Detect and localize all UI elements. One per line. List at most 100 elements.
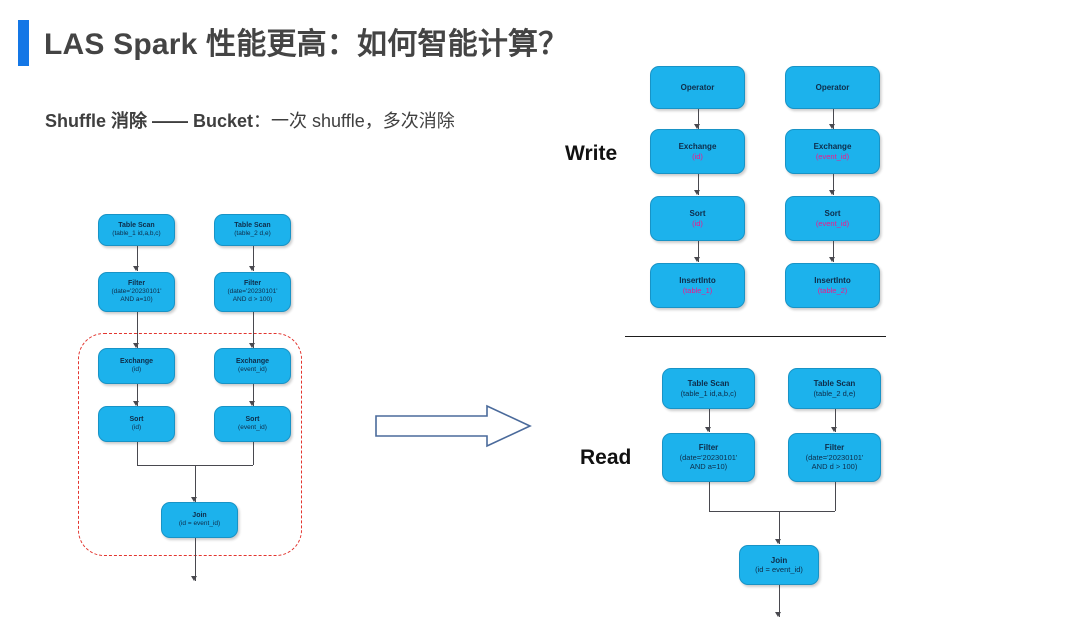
node-detail: (table_2) xyxy=(817,285,848,295)
node-read-b-filter: Filter (date='20230101' AND d > 100) xyxy=(788,433,881,482)
connector-left-join-out xyxy=(194,538,196,581)
node-detail: (table_1 id,a,b,c) xyxy=(680,388,737,398)
node-detail-line1: (date='20230101' xyxy=(111,288,162,296)
subtitle-bold-part: Shuffle 消除 —— Bucket xyxy=(45,111,254,131)
node-left-a-sort: Sort (id) xyxy=(98,406,175,442)
node-detail-line2: AND a=10) xyxy=(120,296,153,304)
section-subtitle: Shuffle 消除 —— Bucket：一次 shuffle，多次消除 xyxy=(45,107,455,133)
node-title: InsertInto xyxy=(679,276,716,286)
node-write-b-sort: Sort (event_id) xyxy=(785,196,880,241)
connector-read-merge-bar xyxy=(708,511,835,512)
node-title: Table Scan xyxy=(118,221,155,229)
node-detail: (event_id) xyxy=(238,424,267,432)
connector-write-b-1 xyxy=(832,109,834,129)
node-detail: (event_id) xyxy=(238,366,267,374)
node-write-b-operator: Operator xyxy=(785,66,880,109)
connector-read-merge-a xyxy=(708,482,710,511)
node-detail: (table_2 d,e) xyxy=(234,230,271,238)
shuffle-highlight-region xyxy=(78,333,302,556)
connector-write-a-3 xyxy=(697,241,699,262)
subtitle-normal-part: ：一次 shuffle，多次消除 xyxy=(253,111,455,131)
node-left-b-exchange: Exchange (event_id) xyxy=(214,348,291,384)
node-title: Operator xyxy=(815,82,850,92)
section-label-read: Read xyxy=(580,446,632,469)
arrowhead-write-a-2 xyxy=(694,190,700,195)
node-detail: (table_1) xyxy=(682,285,713,295)
section-divider xyxy=(625,336,886,337)
node-title: Table Scan xyxy=(234,221,271,229)
transform-arrow xyxy=(374,403,534,449)
connector-left-a-2 xyxy=(136,312,138,348)
node-title: Filter xyxy=(824,443,845,453)
arrowhead-write-a-1 xyxy=(694,124,700,129)
connector-left-a-1 xyxy=(136,246,138,271)
node-read-b-table-scan: Table Scan (table_2 d,e) xyxy=(788,368,881,409)
node-detail: (id = event_id) xyxy=(755,565,803,575)
connector-read-merge-b xyxy=(834,482,836,511)
arrowhead-write-a-3 xyxy=(694,257,700,262)
node-write-a-exchange: Exchange (id) xyxy=(650,129,745,174)
section-label-write: Write xyxy=(565,142,618,165)
node-detail-line2: AND d > 100) xyxy=(811,462,858,472)
connector-read-b-1 xyxy=(834,409,836,432)
node-title: Exchange xyxy=(119,357,154,365)
connector-left-merge-down xyxy=(194,465,196,502)
node-write-b-insertinto: InsertInto (table_2) xyxy=(785,263,880,308)
arrowhead-left-b-2 xyxy=(249,343,255,348)
node-title: Sort xyxy=(824,209,841,219)
connector-left-b-3 xyxy=(252,384,254,406)
node-title: Filter xyxy=(243,279,262,287)
connector-write-b-2 xyxy=(832,174,834,195)
node-detail: (event_id) xyxy=(815,151,850,161)
node-title: Sort xyxy=(129,415,144,423)
arrowhead-left-a-2 xyxy=(133,343,139,348)
arrowhead-left-a-1 xyxy=(133,266,139,271)
title-accent-bar xyxy=(18,20,29,66)
node-detail-line1: (date='20230101' xyxy=(227,288,278,296)
arrowhead-left-join xyxy=(191,497,197,502)
node-title: Sort xyxy=(689,209,706,219)
node-left-b-filter: Filter (date='20230101' AND d > 100) xyxy=(214,272,291,312)
node-title: Table Scan xyxy=(687,379,730,389)
connector-left-merge-b xyxy=(252,442,254,465)
node-write-b-exchange: Exchange (event_id) xyxy=(785,129,880,174)
node-detail: (table_1 id,a,b,c) xyxy=(112,230,161,238)
node-detail: (id) xyxy=(131,424,142,432)
node-title: Table Scan xyxy=(813,379,856,389)
node-title: Join xyxy=(192,511,207,519)
node-title: Exchange xyxy=(813,142,852,152)
arrowhead-read-b-1 xyxy=(831,427,837,432)
connector-read-merge-down xyxy=(778,511,780,544)
node-read-a-table-scan: Table Scan (table_1 id,a,b,c) xyxy=(662,368,755,409)
node-write-a-operator: Operator xyxy=(650,66,745,109)
node-read-a-filter: Filter (date='20230101' AND a=10) xyxy=(662,433,755,482)
connector-read-join-out xyxy=(778,585,780,617)
node-detail-line2: AND d > 100) xyxy=(232,296,273,304)
node-left-b-sort: Sort (event_id) xyxy=(214,406,291,442)
node-left-join: Join (id = event_id) xyxy=(161,502,238,538)
arrowhead-read-join-out xyxy=(775,612,781,617)
node-left-a-table-scan: Table Scan (table_1 id,a,b,c) xyxy=(98,214,175,246)
connector-write-a-2 xyxy=(697,174,699,195)
connector-left-b-2 xyxy=(252,312,254,348)
connector-read-a-1 xyxy=(708,409,710,432)
node-title: Exchange xyxy=(678,142,717,152)
node-write-a-sort: Sort (id) xyxy=(650,196,745,241)
node-detail: (id = event_id) xyxy=(178,520,221,528)
node-detail-line1: (date='20230101' xyxy=(805,453,864,463)
node-read-join: Join (id = event_id) xyxy=(739,545,819,585)
node-detail: (table_2 d,e) xyxy=(813,388,856,398)
node-detail: (id) xyxy=(692,151,703,161)
node-title: Sort xyxy=(245,415,260,423)
node-title: Filter xyxy=(698,443,719,453)
node-title: Exchange xyxy=(235,357,270,365)
node-title: Filter xyxy=(127,279,146,287)
connector-left-a-3 xyxy=(136,384,138,406)
arrowhead-write-b-2 xyxy=(829,190,835,195)
transform-arrow-icon xyxy=(375,404,532,448)
arrowhead-write-b-1 xyxy=(829,124,835,129)
arrowhead-write-b-3 xyxy=(829,257,835,262)
arrowhead-left-a-3 xyxy=(133,401,139,406)
connector-write-b-3 xyxy=(832,241,834,262)
connector-left-b-1 xyxy=(252,246,254,271)
